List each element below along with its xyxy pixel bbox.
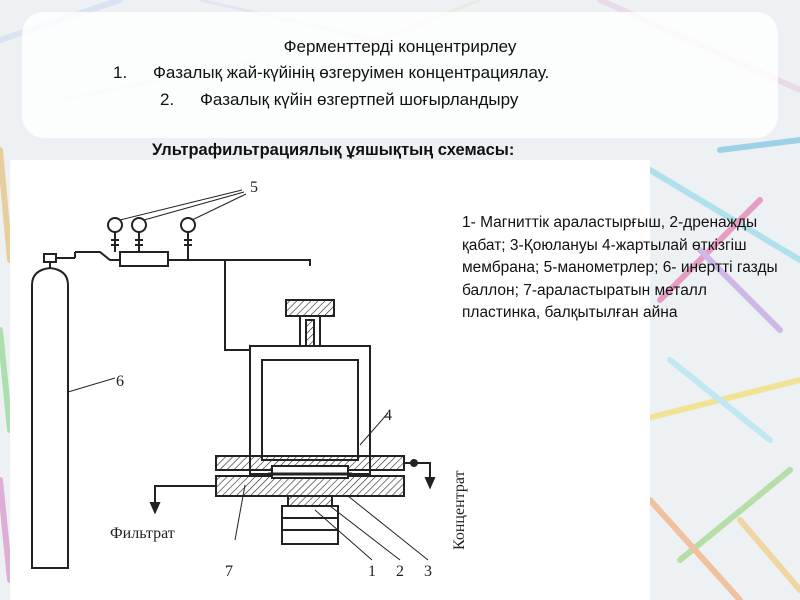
gas-cylinder bbox=[31, 266, 69, 569]
label-7: 7 bbox=[225, 563, 233, 580]
label-concentrate: Концентрат bbox=[451, 470, 468, 550]
list-item-text: Фазалық жай-күйінің өзгеруімен концентра… bbox=[153, 63, 550, 82]
list-item-1: 1. Фазалық жай-күйінің өзгеруімен концент… bbox=[113, 63, 549, 83]
label-5: 5 bbox=[250, 179, 258, 196]
label-filtrate: Фильтрат bbox=[110, 525, 175, 542]
ultrafiltration-cell-diagram: 5 6 4 7 1 2 3 Фильтрат Концентрат bbox=[31, 179, 468, 580]
diagram-title: Ультрафильтрациялық ұяшықтың схемасы: bbox=[152, 141, 515, 159]
label-4: 4 bbox=[384, 407, 392, 424]
title-banner bbox=[22, 12, 778, 138]
label-3: 3 bbox=[424, 563, 432, 580]
diagram-legend-text: 1- Магниттік араластырғыш, 2-дренажды қа… bbox=[462, 214, 778, 321]
list-item-number: 1. bbox=[113, 63, 128, 82]
list-item-2: 2. Фазалық күйін өзгертпей шоғырландыру bbox=[160, 90, 518, 110]
label-1: 1 bbox=[368, 563, 376, 580]
label-2: 2 bbox=[396, 563, 404, 580]
list-item-text: Фазалық күйін өзгертпей шоғырландыру bbox=[200, 90, 519, 109]
label-6: 6 bbox=[116, 373, 124, 390]
list-item-number: 2. bbox=[160, 90, 175, 109]
slide-title: Ферменттерді концентрирлеу bbox=[283, 37, 517, 56]
